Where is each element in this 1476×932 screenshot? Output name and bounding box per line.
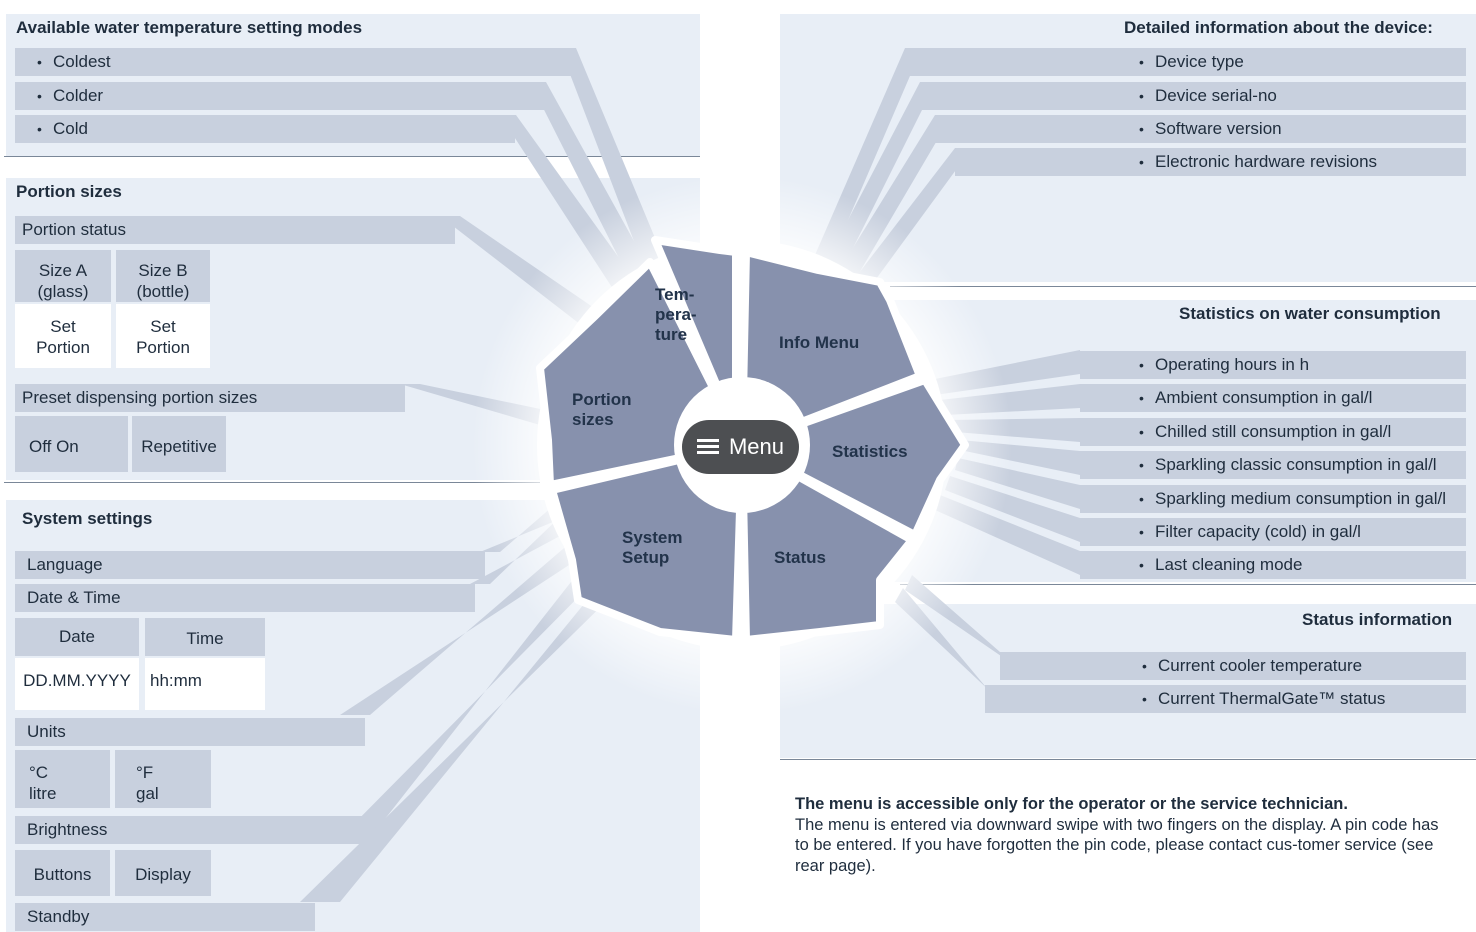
buttons-label: Buttons	[33, 865, 92, 884]
temperature-heading: Available water temperature setting mode…	[16, 18, 363, 37]
date-format: DD.MM.YYYY	[15, 658, 139, 710]
off-on-label: Off On	[29, 437, 79, 456]
status-heading: Status information	[1302, 610, 1453, 629]
access-note-text: The menu is entered via downward swipe w…	[795, 815, 1439, 875]
off-on-box: Off On	[15, 416, 128, 472]
statistics-heading: Statistics on water consumption	[1179, 304, 1441, 323]
size-b-box: Size B (bottle)	[116, 250, 210, 302]
date-box: Date	[15, 618, 139, 656]
temperature-item: Coldest	[15, 48, 575, 76]
info-heading: Detailed information about the device:	[1124, 18, 1433, 37]
divider	[900, 584, 1476, 585]
units-bar: Units	[15, 718, 365, 746]
info-item: Electronic hardware revisions	[955, 148, 1466, 176]
divider	[4, 482, 540, 483]
statistics-item: Sparkling classic consumption in gal/l	[1080, 451, 1466, 479]
statistics-item: Chilled still consumption in gal/l	[1080, 418, 1466, 446]
wheel-label-portion-sizes[interactable]: Portion sizes	[572, 390, 632, 429]
wheel-label-temperature[interactable]: Tem- pera- ture	[655, 285, 697, 344]
status-item: Current ThermalGate™ status	[985, 685, 1466, 713]
info-item: Device type	[905, 48, 1466, 76]
temperature-item: Cold	[15, 115, 515, 143]
access-note: The menu is accessible only for the oper…	[795, 794, 1455, 876]
menu-button-label: Menu	[728, 434, 785, 459]
repetitive-label: Repetitive	[141, 437, 217, 456]
language-bar: Language	[15, 551, 485, 579]
size-b-label: Size B (bottle)	[136, 261, 190, 301]
wheel-label-statistics[interactable]: Statistics	[832, 442, 908, 461]
hamburger-icon	[696, 439, 719, 455]
statistics-item: Sparkling medium consumption in gal/l	[1080, 485, 1466, 513]
time-label: Time	[186, 629, 224, 648]
system-heading: System settings	[22, 509, 153, 528]
repetitive-box: Repetitive	[132, 416, 226, 472]
segment-statistics	[738, 376, 969, 539]
statistics-item: Filter capacity (cold) in gal/l	[1080, 518, 1466, 546]
statistics-item: Ambient consumption in gal/l	[1080, 384, 1466, 412]
brightness-bar: Brightness	[15, 816, 365, 844]
info-item: Software version	[935, 115, 1466, 143]
set-portion-b: Set Portion	[116, 304, 210, 368]
time-format: hh:mm	[145, 658, 265, 710]
size-a-box: Size A (glass)	[15, 250, 111, 302]
wheel-label-status[interactable]: Status	[774, 548, 826, 567]
display-box: Display	[115, 850, 211, 896]
unit-f-box: °F gal	[115, 750, 211, 808]
unit-f-label: °F gal	[136, 763, 159, 803]
info-item: Device serial-no	[920, 82, 1466, 110]
date-label: Date	[59, 627, 95, 646]
statistics-item: Operating hours in h	[1080, 351, 1466, 379]
date-format-label: DD.MM.YYYY	[23, 671, 131, 690]
standby-bar: Standby	[15, 903, 315, 931]
access-note-bold: The menu is accessible only for the oper…	[795, 795, 1348, 813]
divider	[780, 759, 1476, 760]
preset-portion-bar: Preset dispensing portion sizes	[15, 384, 405, 412]
time-format-label: hh:mm	[150, 671, 202, 690]
divider	[4, 156, 700, 157]
segment-system-setup	[548, 441, 746, 644]
display-label: Display	[135, 865, 191, 884]
temperature-item: Colder	[15, 82, 545, 110]
portion-heading: Portion sizes	[16, 182, 122, 201]
portion-status-bar: Portion status	[15, 216, 455, 244]
unit-c-box: °C litre	[15, 750, 110, 808]
divider	[890, 286, 1476, 287]
status-item: Current cooler temperature	[1000, 652, 1466, 680]
time-box: Time	[145, 618, 265, 656]
size-a-label: Size A (glass)	[37, 261, 89, 301]
menu-button[interactable]: Menu	[682, 420, 799, 474]
statistics-item: Last cleaning mode	[1080, 551, 1466, 579]
buttons-box: Buttons	[15, 850, 110, 896]
set-portion-a-label: Set Portion	[36, 317, 90, 357]
wheel-label-info-menu[interactable]: Info Menu	[779, 333, 860, 352]
set-portion-b-label: Set Portion	[136, 317, 190, 357]
date-time-bar: Date & Time	[15, 584, 475, 612]
wheel-label-system-setup[interactable]: System Setup	[622, 528, 683, 567]
unit-c-label: °C litre	[29, 763, 57, 803]
set-portion-a: Set Portion	[15, 304, 111, 368]
